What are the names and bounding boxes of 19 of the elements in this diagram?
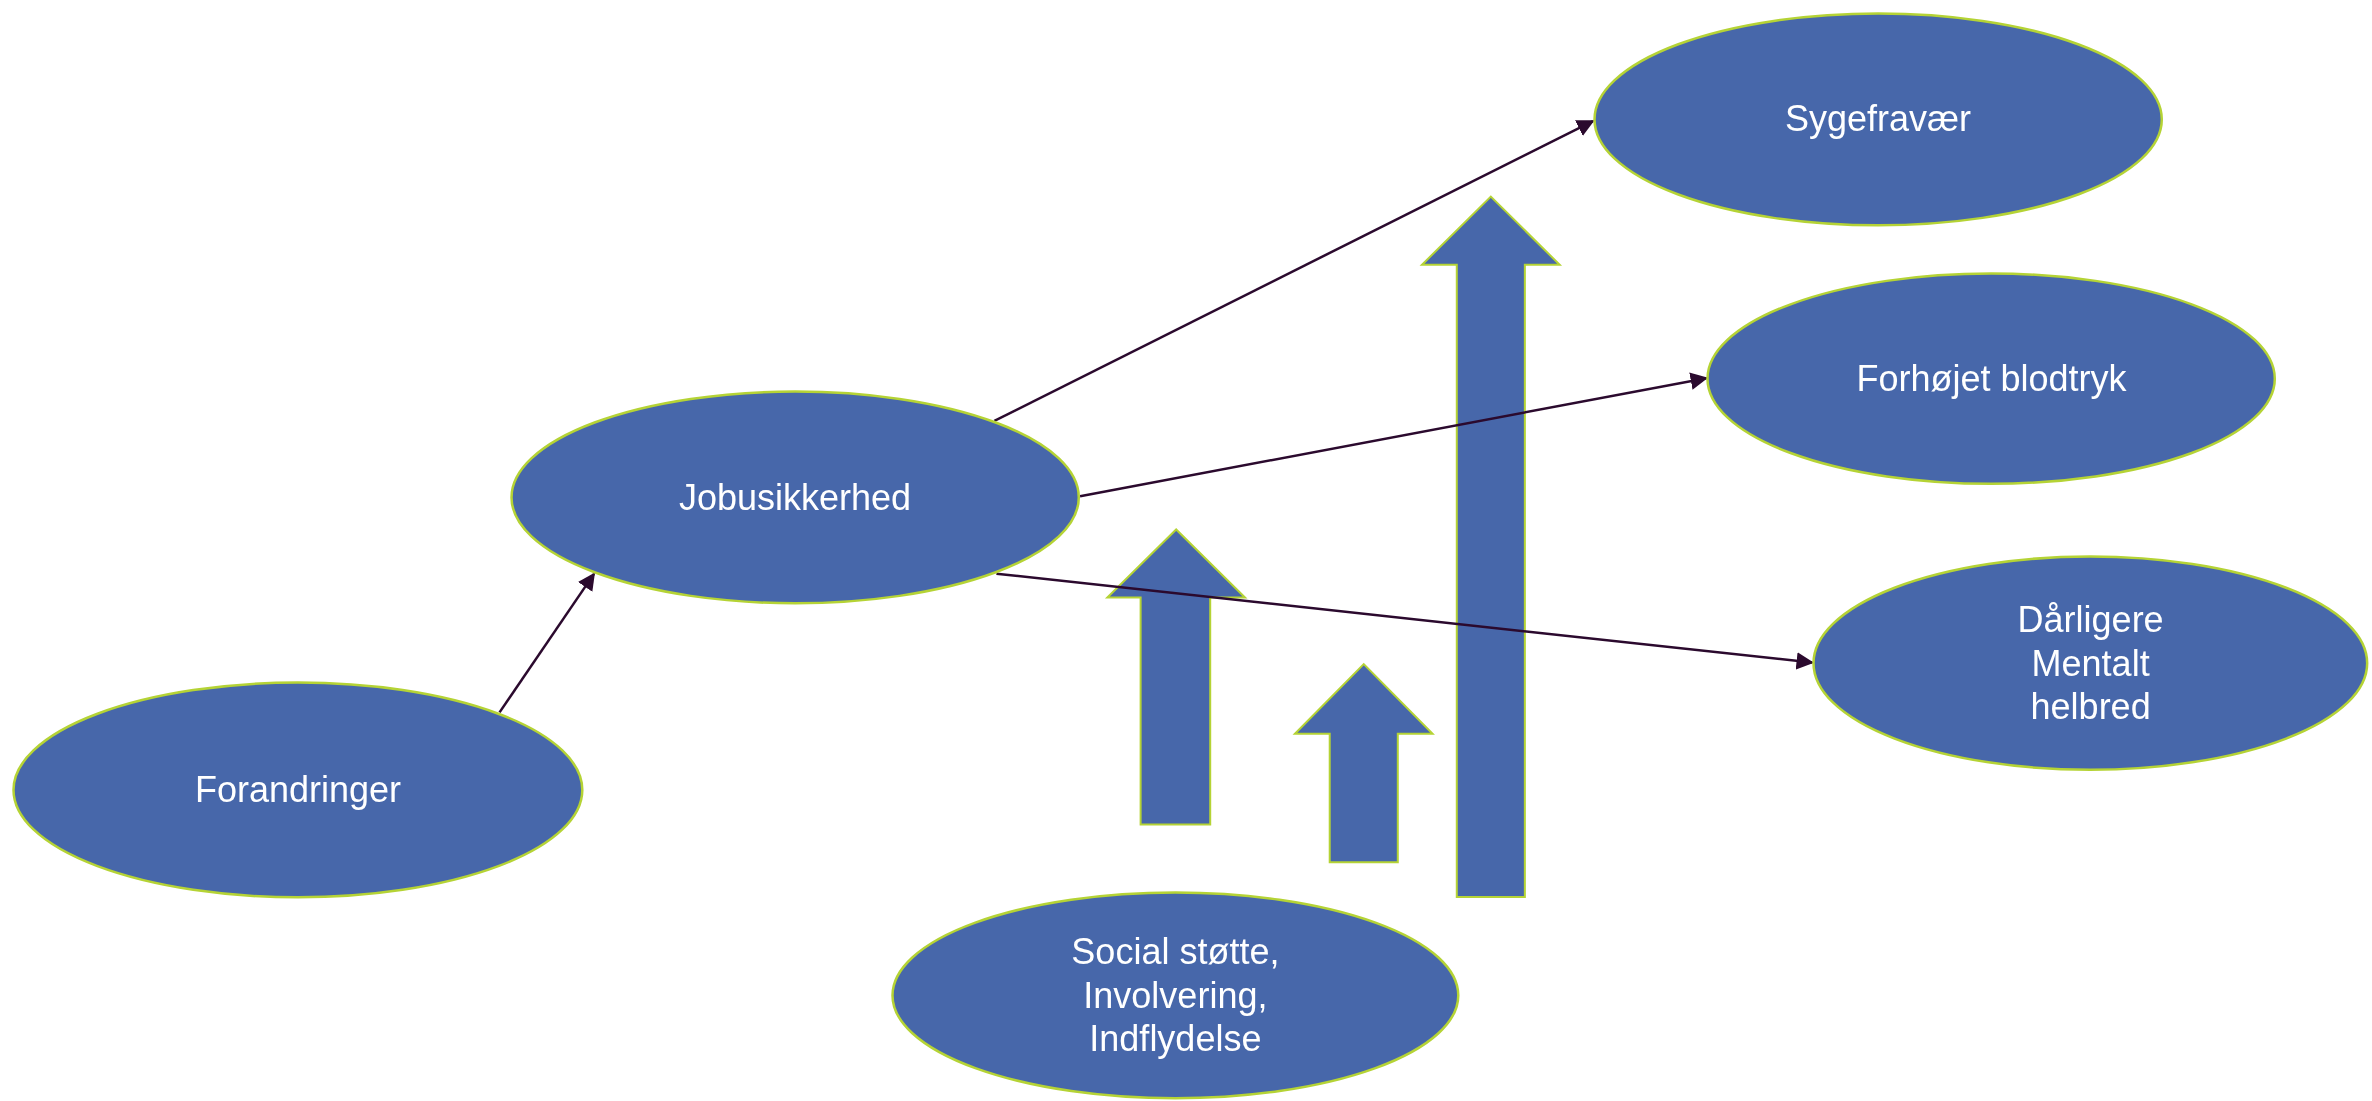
ellipse-node [1592, 12, 2164, 227]
node-label: Forandringer [193, 768, 403, 812]
arrow [1079, 372, 1709, 498]
arrow [498, 572, 596, 714]
arrow [996, 572, 1815, 670]
block-arrow [1104, 528, 1248, 826]
ellipse-node [891, 891, 1460, 1100]
node-label: Social støtte, Involvering, Indflydelse [1070, 930, 1281, 1061]
node-label: Dårligere Mentalt helbred [2016, 598, 2165, 729]
node-label: Forhøjet blodtryk [1855, 357, 2128, 401]
node-label: Sygefravær [1784, 97, 1973, 142]
ellipse-node [12, 680, 584, 899]
ellipse-node [1812, 555, 2369, 772]
block-arrow [1419, 195, 1563, 899]
arrow [993, 119, 1595, 423]
ellipse-node [509, 390, 1081, 606]
block-arrow [1292, 662, 1435, 864]
ellipse-node [1706, 272, 2277, 486]
node-label: Jobusikkerhed [677, 476, 912, 520]
